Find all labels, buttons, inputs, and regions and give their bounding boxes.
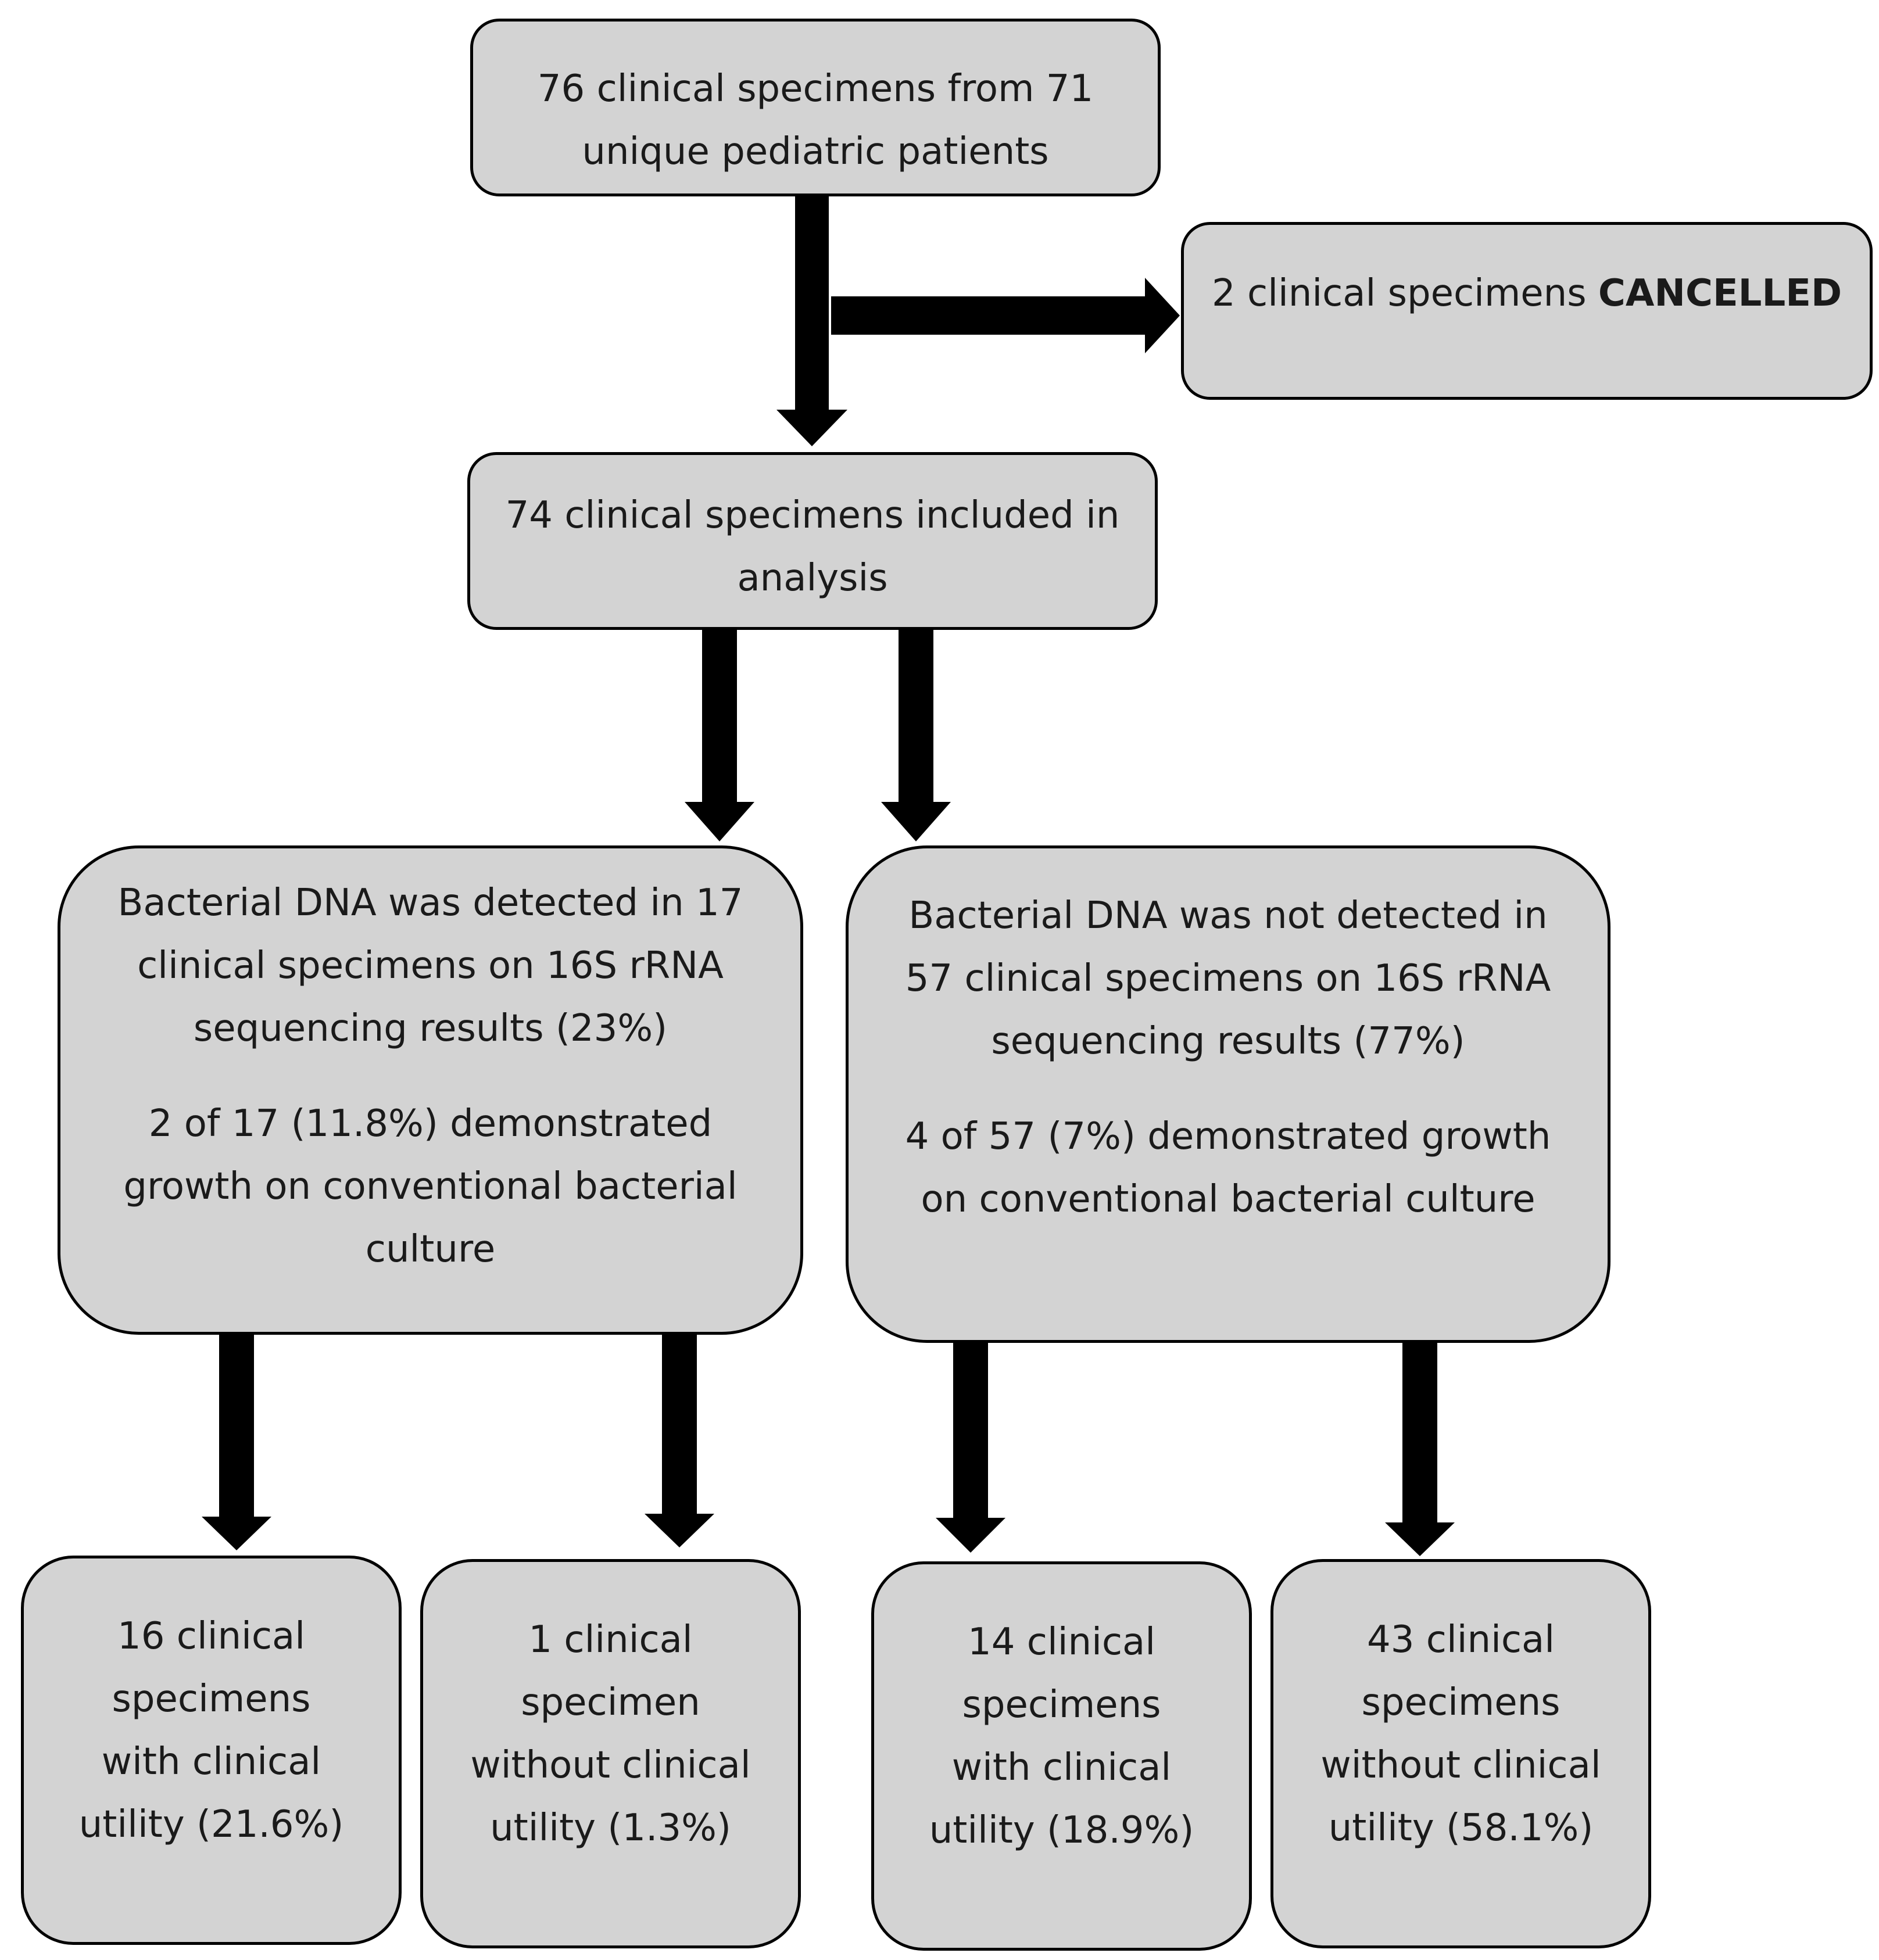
- node-paragraph: Bacterial DNA was not detected in 57 cli…: [906, 884, 1551, 1073]
- node-text-line: 43 clinical: [1366, 1618, 1555, 1661]
- arrow-detected-to-leaf-1: [202, 1332, 271, 1550]
- arrow-to-cancelled: [831, 278, 1180, 353]
- node-text-line: 76 clinical specimens from 71: [537, 67, 1094, 110]
- node-cancelled-specimens: 2 clinical specimens CANCELLED: [1181, 222, 1873, 400]
- node-text-line: with clinical: [101, 1740, 321, 1783]
- node-text-line: unique pediatric patients: [582, 130, 1049, 173]
- node-text-line: 14 clinical: [967, 1621, 1156, 1664]
- node-text-line: specimens: [962, 1683, 1161, 1726]
- node-text-line: culture: [365, 1228, 496, 1271]
- node-text-line: Bacterial DNA was not detected in: [908, 894, 1548, 937]
- node-text-line: analysis: [737, 557, 888, 600]
- arrow-not-detected-to-leaf-4: [1385, 1341, 1455, 1556]
- node-included-specimens: 74 clinical specimens included in analys…: [467, 452, 1158, 630]
- node-paragraph: Bacterial DNA was detected in 17 clinica…: [118, 872, 743, 1060]
- arrow-included-to-not-detected: [881, 629, 951, 841]
- node-text-line: 57 clinical specimens on 16S rRNA: [905, 957, 1551, 1000]
- cancelled-emphasis: CANCELLED: [1598, 272, 1842, 315]
- node-leaf-detected-without-utility: 1 clinical specimen without clinical uti…: [420, 1559, 801, 1948]
- node-text-line: specimen: [521, 1681, 700, 1724]
- node-text-line: with clinical: [951, 1746, 1172, 1789]
- node-text-line: sequencing results (23%): [193, 1007, 668, 1050]
- node-leaf-not-detected-without-utility: 43 clinical specimens without clinical u…: [1270, 1559, 1651, 1948]
- node-paragraph: 4 of 57 (7%) demonstrated growth on conv…: [906, 1105, 1551, 1231]
- node-text-line: utility (21.6%): [78, 1803, 344, 1846]
- node-text-line: 2 clinical specimens CANCELLED: [1212, 262, 1842, 325]
- node-initial-specimens: 76 clinical specimens from 71 unique ped…: [470, 19, 1161, 196]
- node-dna-detected: Bacterial DNA was detected in 17 clinica…: [58, 845, 803, 1335]
- node-text-line: 1 clinical: [528, 1618, 693, 1661]
- node-text-line: utility (58.1%): [1328, 1807, 1594, 1850]
- node-text-line: clinical specimens on 16S rRNA: [137, 944, 724, 987]
- node-text-line: without clinical: [1320, 1744, 1601, 1787]
- node-text-line: growth on conventional bacterial: [123, 1165, 738, 1208]
- node-text-line: without clinical: [470, 1744, 751, 1787]
- node-text-line: 2 of 17 (11.8%) demonstrated: [148, 1102, 713, 1145]
- node-paragraph: 2 of 17 (11.8%) demonstrated growth on c…: [123, 1092, 737, 1281]
- node-leaf-not-detected-with-utility: 14 clinical specimens with clinical util…: [871, 1561, 1252, 1951]
- node-leaf-detected-with-utility: 16 clinical specimens with clinical util…: [21, 1556, 402, 1945]
- arrow-detected-to-leaf-2: [645, 1332, 714, 1547]
- node-dna-not-detected: Bacterial DNA was not detected in 57 cli…: [846, 845, 1610, 1343]
- node-text-line: 74 clinical specimens included in: [505, 494, 1120, 537]
- node-text-line: on conventional bacterial culture: [921, 1178, 1536, 1221]
- cancelled-prefix: 2 clinical specimens: [1211, 272, 1598, 315]
- arrow-top-to-included: [776, 196, 847, 446]
- node-text-line: 16 clinical: [117, 1615, 306, 1658]
- node-text-line: specimens: [1361, 1681, 1561, 1724]
- node-text-line: utility (18.9%): [929, 1809, 1194, 1852]
- node-text-line: sequencing results (77%): [991, 1020, 1465, 1063]
- node-text-line: utility (1.3%): [490, 1807, 731, 1850]
- arrow-not-detected-to-leaf-3: [936, 1341, 1005, 1553]
- node-text-line: 4 of 57 (7%) demonstrated growth: [905, 1115, 1551, 1158]
- node-text-line: Bacterial DNA was detected in 17: [117, 882, 743, 925]
- node-text-line: specimens: [112, 1678, 311, 1721]
- arrow-included-to-detected: [685, 629, 754, 841]
